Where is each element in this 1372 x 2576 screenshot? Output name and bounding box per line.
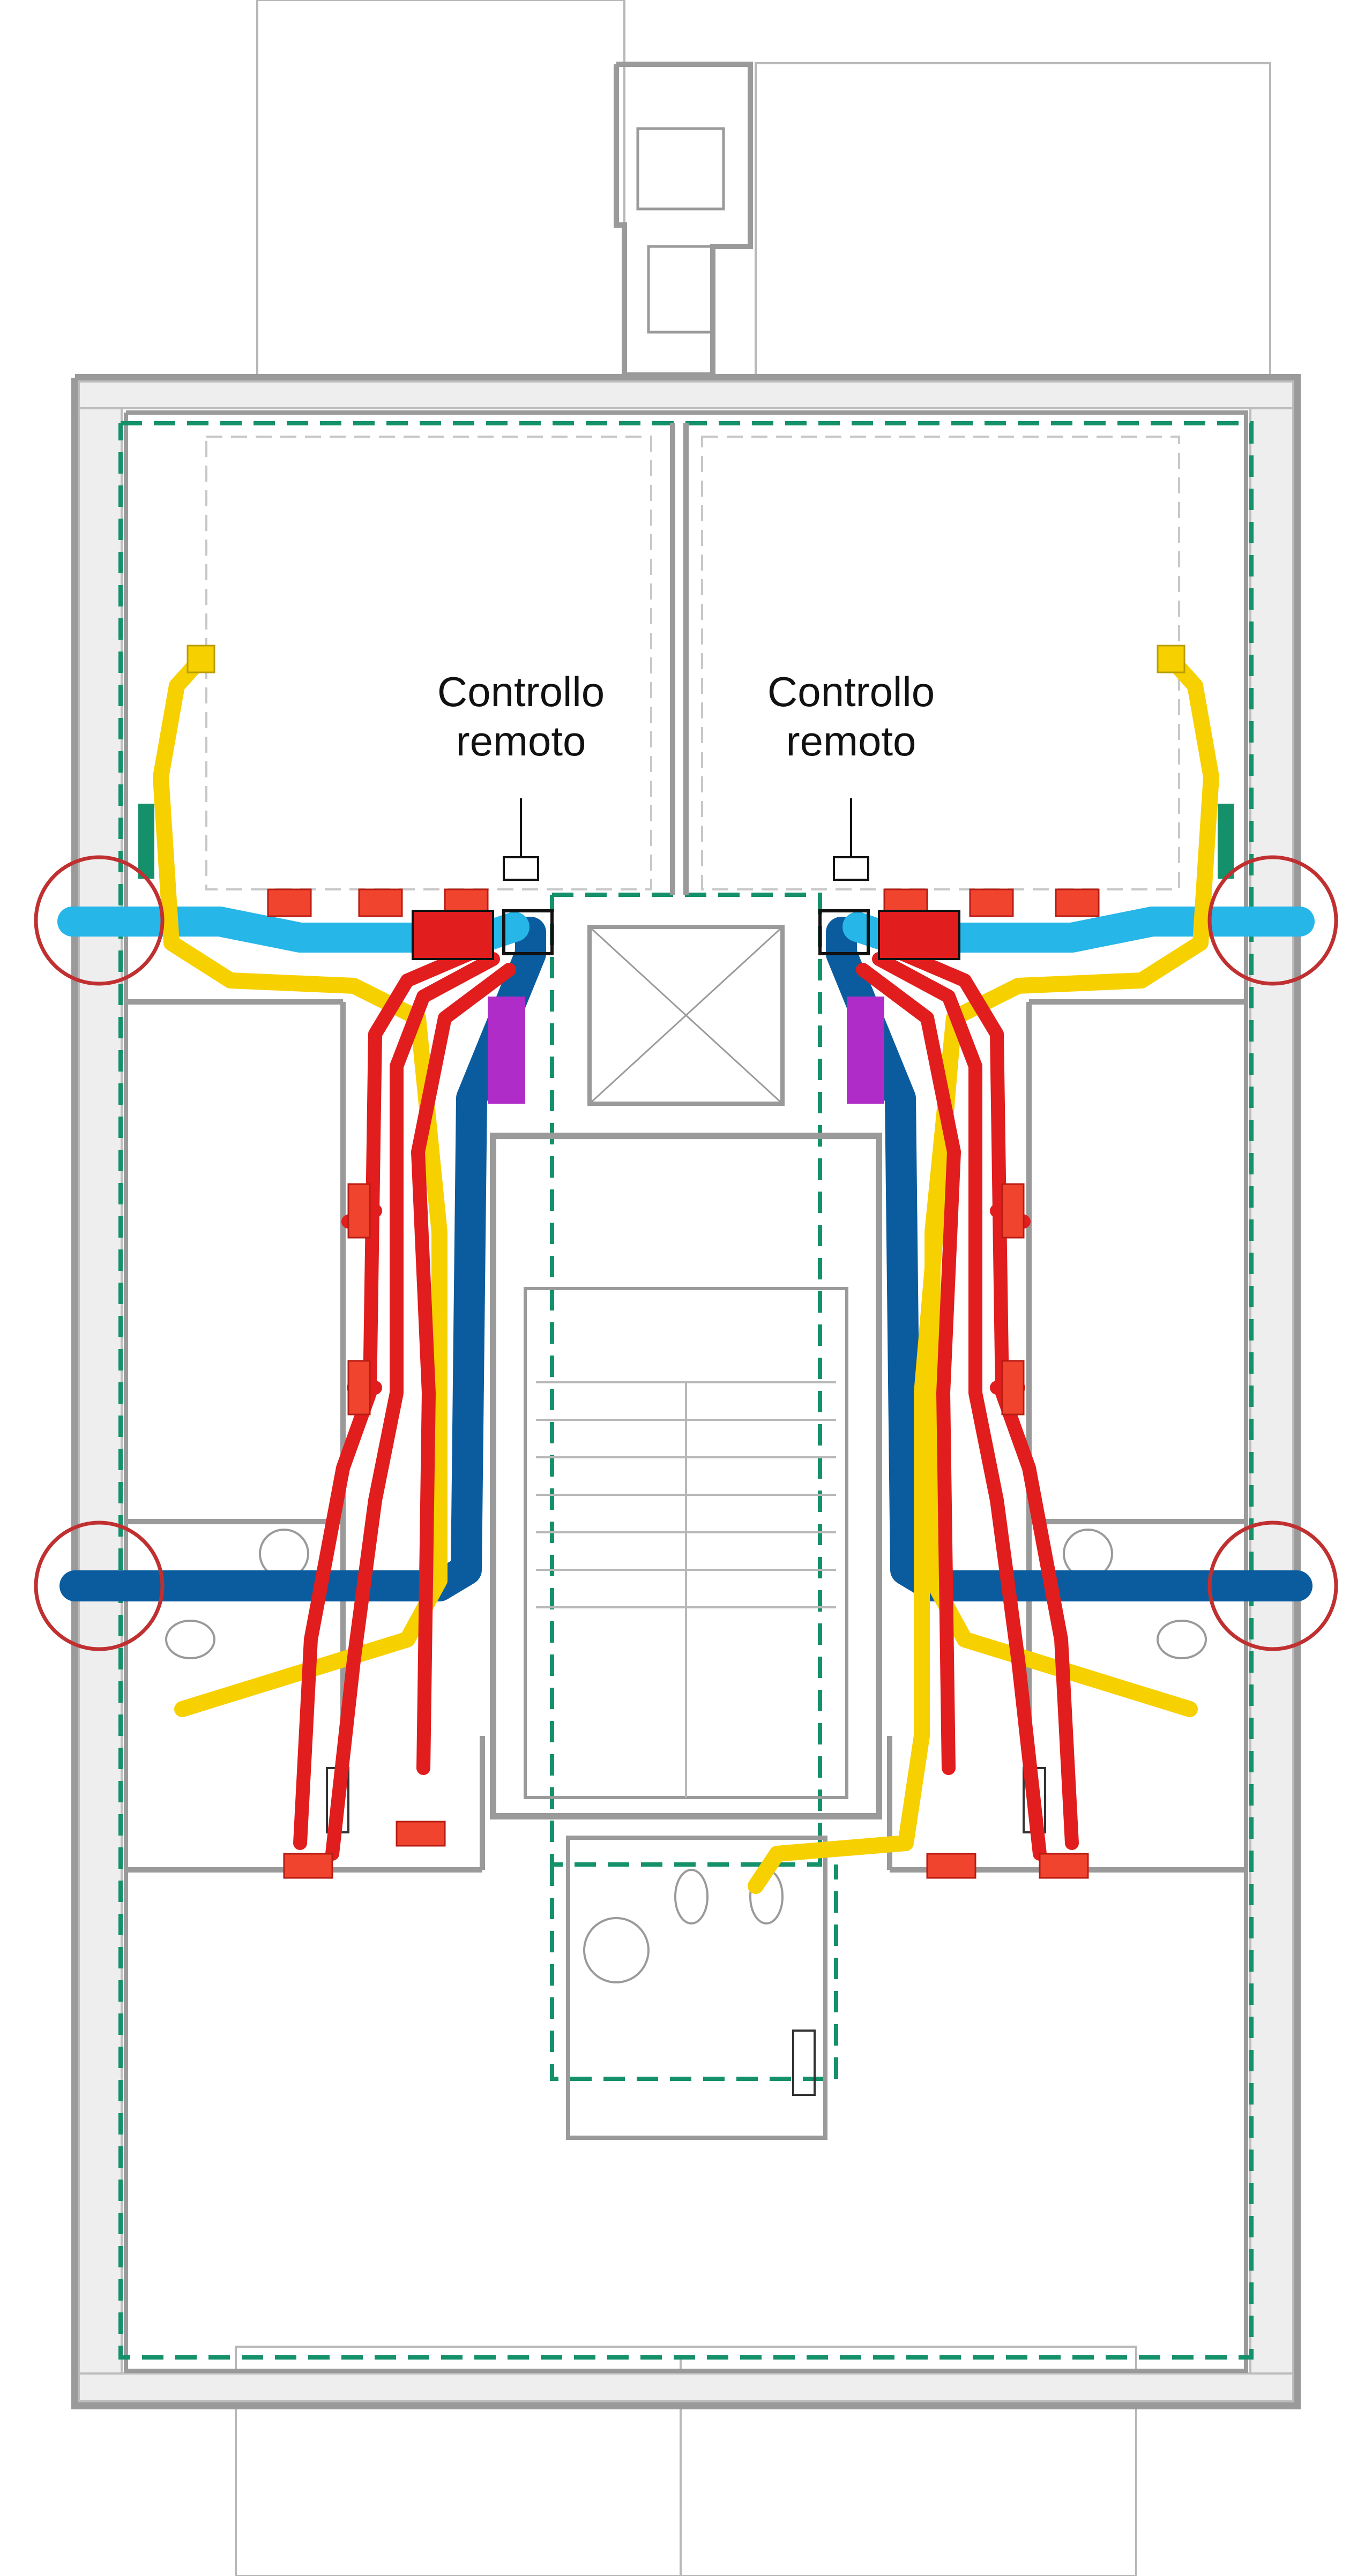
remote-control-label-right: Controllo remoto xyxy=(739,667,964,766)
wall-insulation-hatch xyxy=(78,380,1294,2402)
remote-control-label-right-line1: Controllo xyxy=(767,668,935,715)
green-risers xyxy=(138,804,1234,879)
extract-terminals xyxy=(187,645,1185,673)
fresh-air-duct xyxy=(57,907,1315,953)
heat-recovery-unit xyxy=(412,910,960,960)
condensate-line xyxy=(488,997,884,1104)
remote-control-label-left-line2: remoto xyxy=(456,717,586,765)
exterior-walls xyxy=(71,374,1301,2409)
stair-treads xyxy=(536,1381,836,1798)
ceiling-outline xyxy=(205,436,1180,890)
common-bathroom xyxy=(566,1836,827,2140)
upper-shaft xyxy=(614,62,753,378)
remote-control-label-left-line1: Controllo xyxy=(437,668,605,715)
remote-control-symbols xyxy=(503,798,869,881)
exhaust-duct xyxy=(59,917,1313,1601)
inner-wall-face xyxy=(124,410,1248,2373)
partition-walls xyxy=(126,423,1246,1873)
wall-penetration-markers xyxy=(34,855,1338,1651)
remote-control-label-right-line2: remoto xyxy=(786,717,916,765)
remote-control-label-left: Controllo remoto xyxy=(408,667,633,766)
unit-outline xyxy=(502,909,870,955)
